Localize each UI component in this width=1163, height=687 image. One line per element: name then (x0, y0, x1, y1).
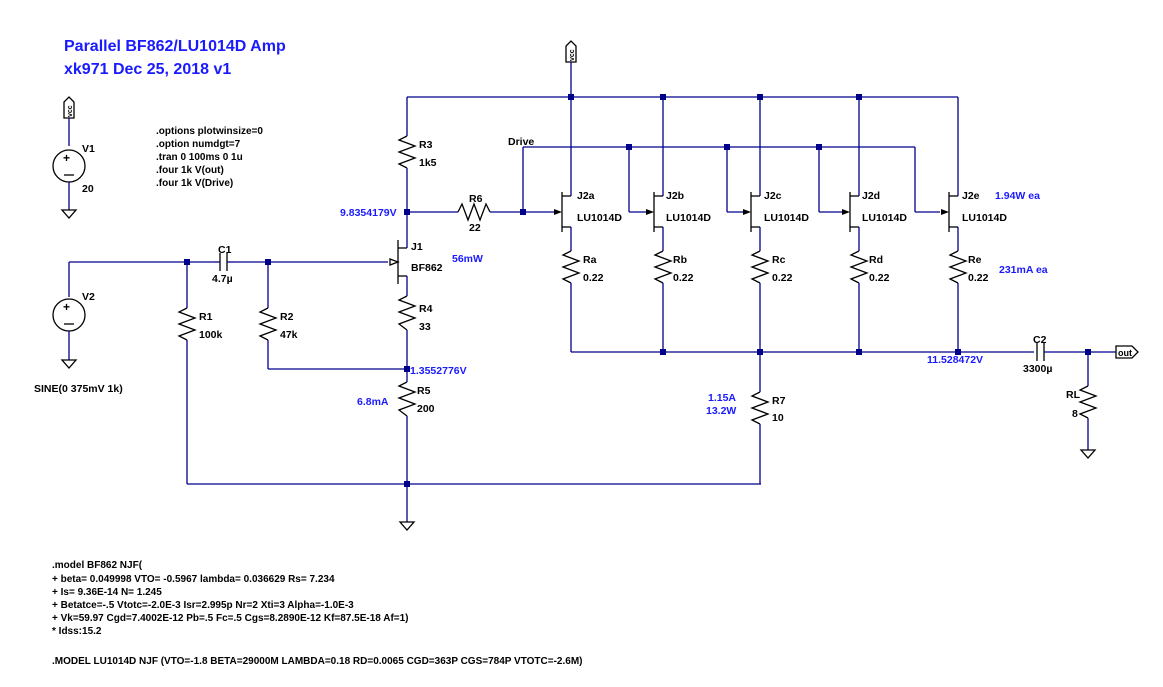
rb-name: Rb (673, 254, 687, 266)
mid-voltage: 1.3552776V (410, 365, 467, 377)
r3-resistor: R3 1k5 (397, 97, 437, 238)
vcc-label: vcc (67, 105, 74, 117)
j2a-model: LU1014D (577, 212, 622, 224)
output-power: 1.94W ea (995, 190, 1040, 202)
c2-name: C2 (1033, 334, 1047, 346)
rl-value: 8 (1072, 408, 1078, 420)
j2e-name: J2e (962, 190, 980, 202)
svg-text:+: + (63, 151, 70, 165)
r7-name: R7 (772, 395, 786, 407)
v1-value: 20 (82, 183, 94, 195)
c2-value: 3300µ (1023, 363, 1052, 375)
r1-resistor: R1 100k (177, 262, 223, 484)
r6-value: 22 (469, 222, 481, 234)
j1-model: BF862 (411, 262, 443, 274)
rc-value: 0.22 (772, 272, 793, 284)
ra-value: 0.22 (583, 272, 604, 284)
net-drive-label: Drive (508, 136, 534, 148)
r1-value: 100k (199, 329, 223, 341)
directive: .options plotwinsize=0 (156, 126, 263, 137)
r2-name: R2 (280, 311, 294, 323)
r6-resistor: R6 22 (407, 193, 555, 234)
j2e-model: LU1014D (962, 212, 1007, 224)
model-line: + Vk=59.97 Cgd=7.4002E-12 Pb=.5 Fc=.5 Cg… (52, 613, 409, 624)
output-current: 231mA ea (999, 264, 1048, 276)
r7-value: 10 (772, 412, 784, 424)
directive: .option numdgt=7 (156, 139, 241, 150)
r5-value: 200 (417, 403, 435, 415)
model-line: + Betatce=-.5 Vtotc=-2.0E-3 Isr=2.995p N… (52, 600, 354, 611)
r2-resistor: R2 47k (258, 262, 407, 370)
c1-value: 4.7µ (212, 273, 233, 285)
model-line: .model BF862 NJF( (52, 560, 143, 571)
j1-transistor: J1 BF862 (389, 238, 443, 296)
c1-capacitor: C1 4.7µ (212, 244, 234, 285)
j2d-model: LU1014D (862, 212, 907, 224)
re-value: 0.22 (968, 272, 989, 284)
j2c-name: J2c (764, 190, 782, 202)
j1-name: J1 (411, 241, 423, 253)
model-line: .MODEL LU1014D NJF (VTO=-1.8 BETA=29000M… (52, 656, 583, 667)
j1-power: 56mW (452, 253, 483, 265)
model-line: + beta= 0.049998 VTO= -0.5967 lambda= 0.… (52, 574, 335, 585)
drain-voltage: 9.8354179V (340, 207, 397, 219)
rb-value: 0.22 (673, 272, 694, 284)
j2b-channel: J2b LU1014D Rb 0.22 (628, 97, 711, 352)
v2-source: + V2 SINE(0 375mV 1k) (34, 262, 123, 395)
c1-name: C1 (218, 244, 232, 256)
v1-name: V1 (82, 143, 95, 155)
v1-source: vcc + V1 20 (52, 96, 95, 219)
vcc-rail: vcc (407, 40, 958, 100)
r4-resistor: R4 33 (397, 295, 433, 382)
r5-current: 6.8mA (357, 396, 389, 408)
r3-value: 1k5 (419, 157, 437, 169)
rl-resistor: RL 8 (1066, 352, 1098, 459)
c2-capacitor: C2 3300µ (1023, 334, 1116, 375)
title-line-1: Parallel BF862/LU1014D Amp (64, 38, 286, 55)
j2c-channel: J2c LU1014D Rc 0.22 (726, 97, 809, 352)
directive: .four 1k V(out) (156, 165, 224, 176)
r6-name: R6 (469, 193, 483, 205)
r7-current: 1.15A (708, 392, 736, 404)
r3-name: R3 (419, 139, 433, 151)
model-definitions: .model BF862 NJF( + beta= 0.049998 VTO= … (52, 560, 583, 667)
rd-name: Rd (869, 254, 883, 266)
directive: .tran 0 100ms 0 1u (156, 152, 243, 163)
v2-name: V2 (82, 291, 95, 303)
r7-resistor: R7 10 (750, 352, 786, 484)
r4-value: 33 (419, 321, 431, 333)
j2d-channel: J2d LU1014D Rd 0.22 (818, 97, 907, 352)
j2b-model: LU1014D (666, 212, 711, 224)
directive: .four 1k V(Drive) (156, 178, 233, 189)
rd-value: 0.22 (869, 272, 890, 284)
v2-value: SINE(0 375mV 1k) (34, 383, 123, 395)
rc-name: Rc (772, 254, 786, 266)
r2-value: 47k (280, 329, 298, 341)
j2a-channel: J2a LU1014D Ra 0.22 (554, 97, 622, 352)
re-name: Re (968, 254, 982, 266)
r5-resistor: R5 200 (397, 381, 435, 522)
r1-name: R1 (199, 311, 213, 323)
r4-name: R4 (419, 303, 433, 315)
r5-name: R5 (417, 385, 431, 397)
out-port: out (1115, 345, 1139, 359)
ra-name: Ra (583, 254, 597, 266)
spice-directives: .options plotwinsize=0 .option numdgt=7 … (156, 126, 263, 189)
j2b-name: J2b (666, 190, 684, 202)
rl-name: RL (1066, 389, 1081, 401)
title-line-2: xk971 Dec 25, 2018 v1 (64, 61, 231, 78)
r7-power: 13.2W (706, 405, 736, 417)
out-label: out (1118, 348, 1132, 358)
model-line: * Idss:15.2 (52, 626, 102, 637)
j2a-name: J2a (577, 190, 595, 202)
j2d-name: J2d (862, 190, 880, 202)
output-voltage: 11.528472V (927, 354, 983, 366)
j2e-channel: J2e LU1014D Re 0.22 (914, 97, 1007, 352)
vcc-label: vcc (569, 49, 576, 61)
j2c-model: LU1014D (764, 212, 809, 224)
svg-text:+: + (63, 300, 70, 314)
model-line: + Is= 9.36E-14 N= 1.245 (52, 587, 162, 598)
